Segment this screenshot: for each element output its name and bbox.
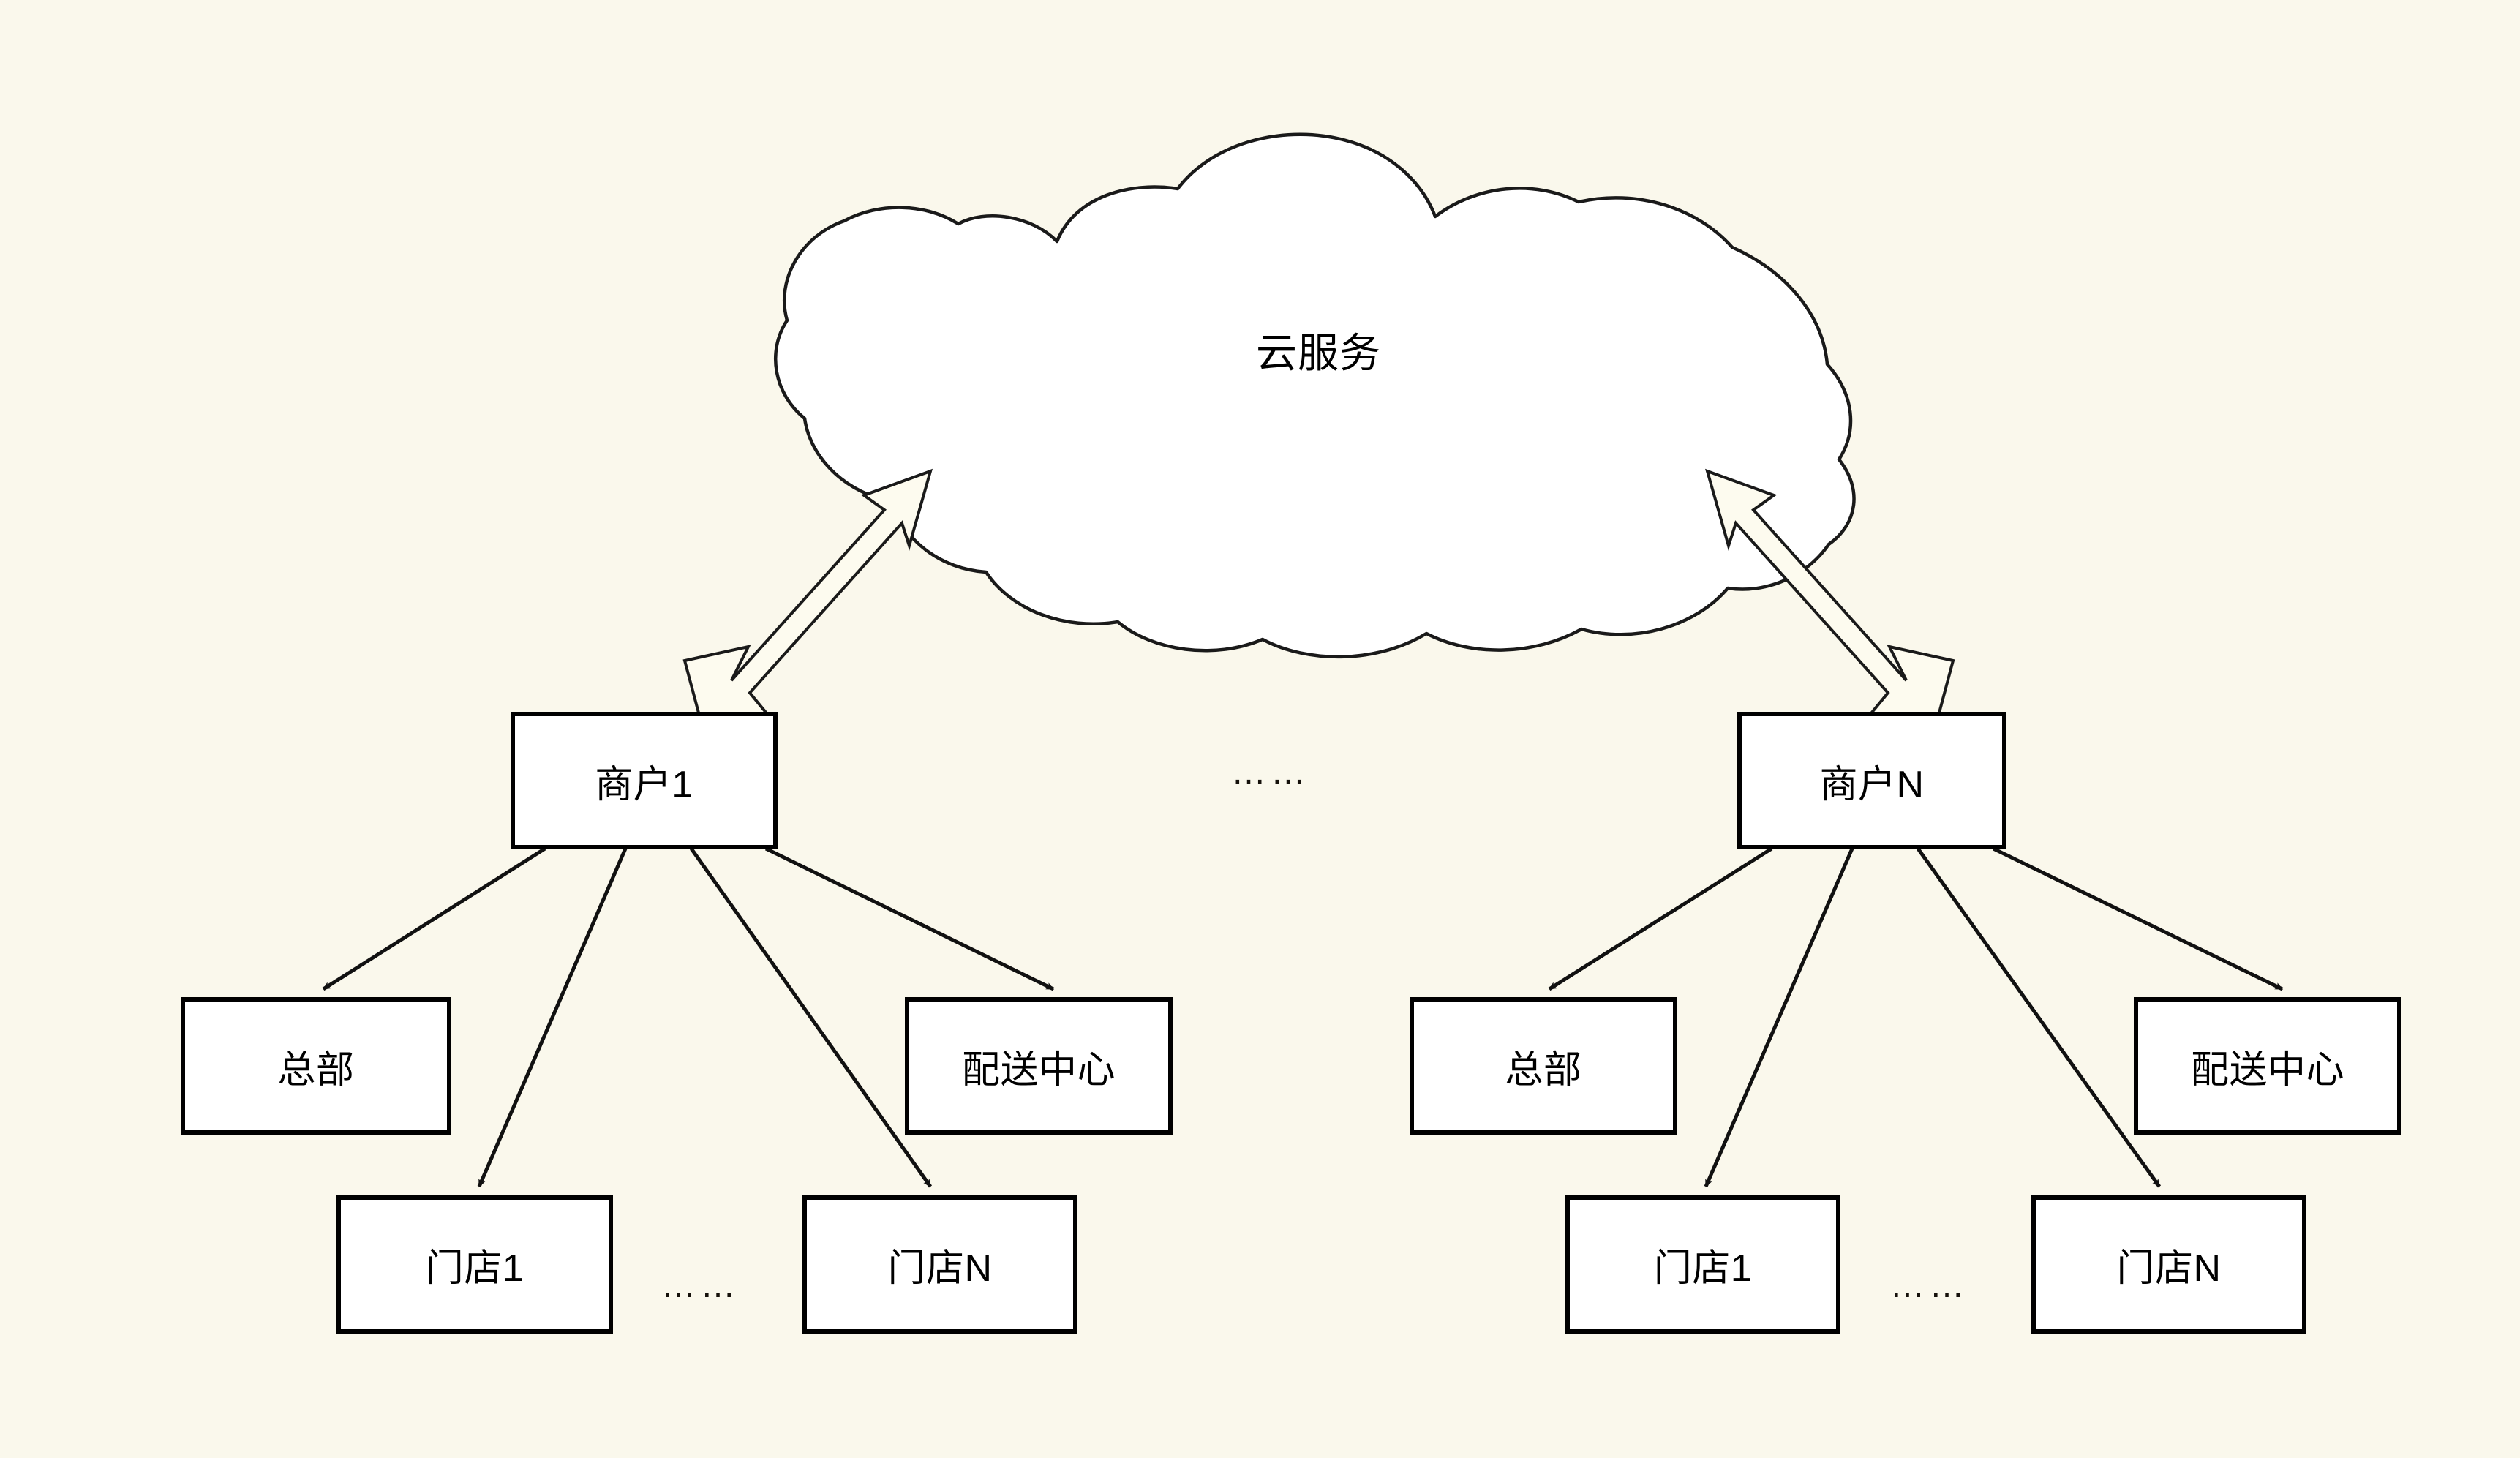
- connector-m1-store-1[interactable]: [477, 848, 628, 1188]
- double-block-arrow: [682, 468, 933, 729]
- connector-mn-store-n[interactable]: [1916, 847, 2162, 1188]
- cloud-shape: [773, 132, 1856, 659]
- node-merchant-1[interactable]: [511, 712, 778, 849]
- connector-mn-store-1[interactable]: [1704, 848, 1854, 1188]
- connector-mn-distribution-center[interactable]: [1992, 846, 2284, 991]
- node-m1-store-n[interactable]: [802, 1195, 1077, 1334]
- node-merchant-n[interactable]: [1737, 712, 2006, 849]
- node-mn-distribution-center[interactable]: [2134, 997, 2401, 1135]
- node-mn-store-1[interactable]: [1565, 1195, 1840, 1334]
- connector-cloud-merchant-1[interactable]: [682, 468, 933, 729]
- node-m1-headquarters[interactable]: [181, 997, 451, 1135]
- cloud-node[interactable]: [773, 132, 1856, 659]
- node-mn-headquarters[interactable]: [1410, 997, 1677, 1135]
- node-m1-store-1[interactable]: [336, 1195, 613, 1334]
- node-mn-store-n[interactable]: [2031, 1195, 2306, 1334]
- connector-cloud-merchant-n[interactable]: [1705, 468, 1955, 729]
- connector-m1-headquarters[interactable]: [322, 846, 546, 991]
- connector-m1-store-n[interactable]: [689, 847, 933, 1188]
- connector-mn-headquarters[interactable]: [1548, 846, 1773, 991]
- connector-m1-distribution-center[interactable]: [764, 846, 1055, 991]
- connector-group-merchant-n: [1548, 846, 2284, 1188]
- double-block-arrow: [1705, 468, 1955, 729]
- node-m1-distribution-center[interactable]: [905, 997, 1173, 1135]
- connector-group-merchant-1: [322, 846, 1055, 1188]
